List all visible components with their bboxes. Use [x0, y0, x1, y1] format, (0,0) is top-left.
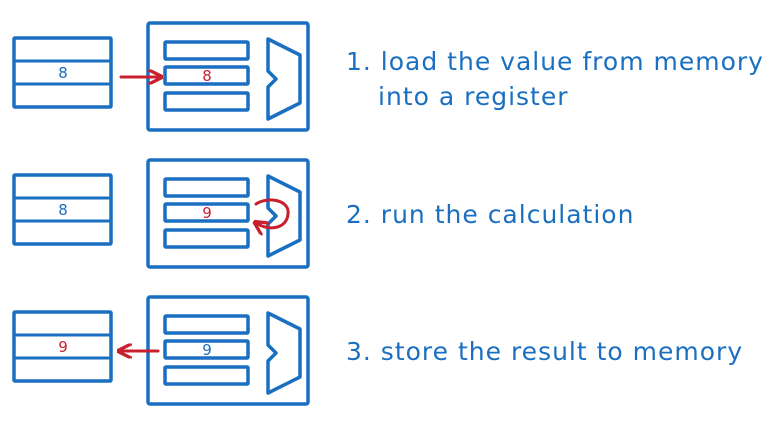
step-2-text-line-1: 2. run the calculation	[346, 200, 634, 229]
memory-cell-value-1: 8	[58, 64, 68, 82]
register-1-2	[163, 65, 250, 86]
calculation-loop-arrow	[256, 198, 290, 228]
register-value-2: 9	[202, 204, 212, 222]
cpu-block-1	[146, 21, 310, 132]
register-2-1	[163, 177, 250, 198]
step-1-text-line-1: 1. load the value from memory	[346, 47, 764, 76]
alu-1	[266, 37, 302, 121]
register-3-2	[163, 339, 250, 360]
memory-block-3	[12, 310, 113, 383]
register-1-3	[163, 91, 250, 112]
cpu-block-3	[146, 295, 310, 406]
memory-block-1	[12, 36, 113, 109]
register-2-3	[163, 228, 250, 249]
register-value-3: 9	[202, 341, 212, 359]
register-3-3	[163, 365, 250, 386]
alu-2	[266, 174, 302, 258]
alu-3	[266, 311, 302, 395]
step-1-text-line-2: into a register	[378, 82, 569, 111]
memory-cell-value-2: 8	[58, 201, 68, 219]
register-3-1	[163, 314, 250, 335]
memory-cell-value-3: 9	[58, 338, 68, 356]
register-2-2	[163, 202, 250, 223]
step-3-text-line-1: 3. store the result to memory	[346, 337, 743, 366]
register-1-1	[163, 40, 250, 61]
cpu-block-2	[146, 158, 310, 269]
register-value-1: 8	[202, 67, 212, 85]
memory-block-2	[12, 173, 113, 246]
